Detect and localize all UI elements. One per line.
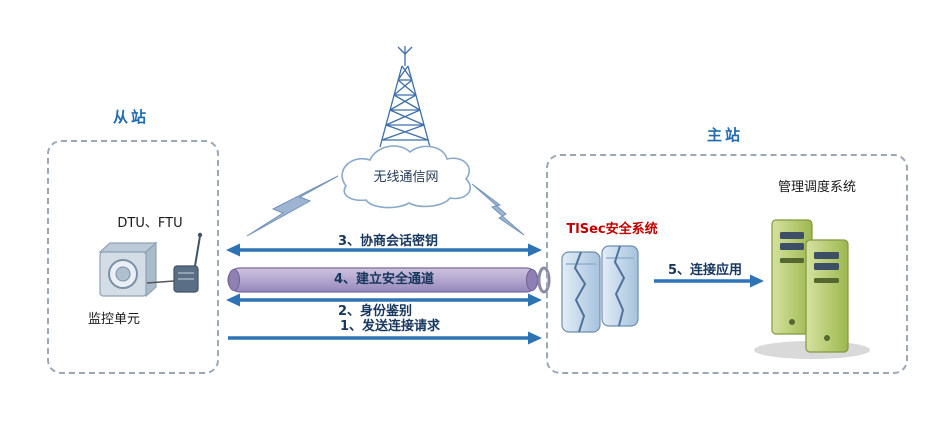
arrow-step5 [654,274,764,288]
cloud-label: 无线通信网 [373,170,439,185]
monitoring-device-icon [98,241,158,298]
tlsec-system-label: TlSec安全系统 [566,222,658,237]
slave-station-title: 从站 [112,108,149,126]
modem-antenna-icon [146,232,203,293]
arrow-step3 [226,243,542,257]
flow-label-step1: 1、发送连接请求 [339,319,441,334]
secure-tunnel-tube [227,266,551,294]
arrow-step2 [226,293,542,307]
monitoring-unit-label: 监控单元 [87,312,140,327]
dtu-ftu-label: DTU、FTU [117,216,183,231]
master-station-box [546,154,908,374]
radio-tower-icon [379,46,431,148]
flow-label-step4: 4、建立安全通道 [333,272,435,287]
server-tower-pair-icon [754,219,870,359]
lightning-left-icon [246,175,339,237]
flow-label-step2: 2、身份鉴别 [337,304,413,319]
lightning-right-icon [471,183,525,236]
security-server-pair-icon [561,245,639,333]
flow-label-step3: 3、协商会话密钥 [337,234,439,249]
master-station-title: 主站 [706,126,743,144]
arrow-step1 [228,331,542,345]
slave-station-box [47,140,219,374]
management-system-label: 管理调度系统 [777,180,856,195]
flow-label-step5: 5、连接应用 [667,263,743,278]
cloud-shape [341,145,472,209]
